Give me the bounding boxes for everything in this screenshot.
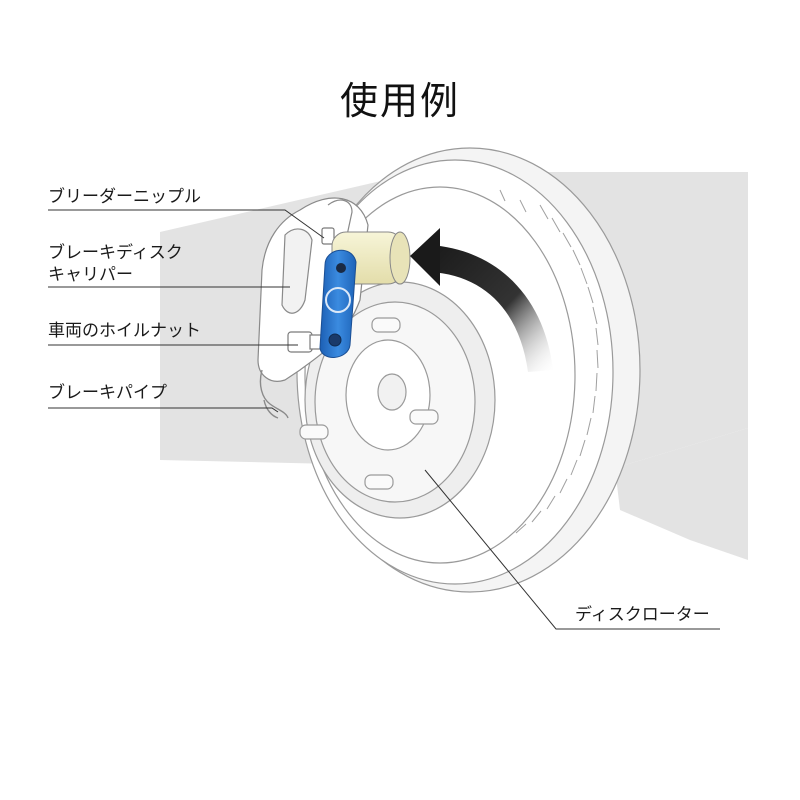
tool (319, 231, 411, 358)
hub (299, 281, 496, 519)
label-brake-caliper-line1: ブレーキディスク (48, 243, 183, 263)
label-brake-pipe: ブレーキパイプ (48, 383, 167, 403)
label-wheel-nut: 車両のホイルナット (48, 321, 201, 341)
leader-lines (48, 209, 720, 630)
brake-pipe (259, 369, 289, 419)
label-disc-rotor: ディスクローター (575, 605, 710, 625)
page-title: 使用例 (339, 79, 460, 123)
label-brake-caliper-line2: キャリパー (48, 265, 133, 285)
rotation-arrow-icon (410, 228, 553, 372)
label-bleeder-nipple: ブリーダーニップル (48, 187, 201, 207)
label-brake-caliper: ブレーキディスク キャリパー (48, 242, 183, 286)
